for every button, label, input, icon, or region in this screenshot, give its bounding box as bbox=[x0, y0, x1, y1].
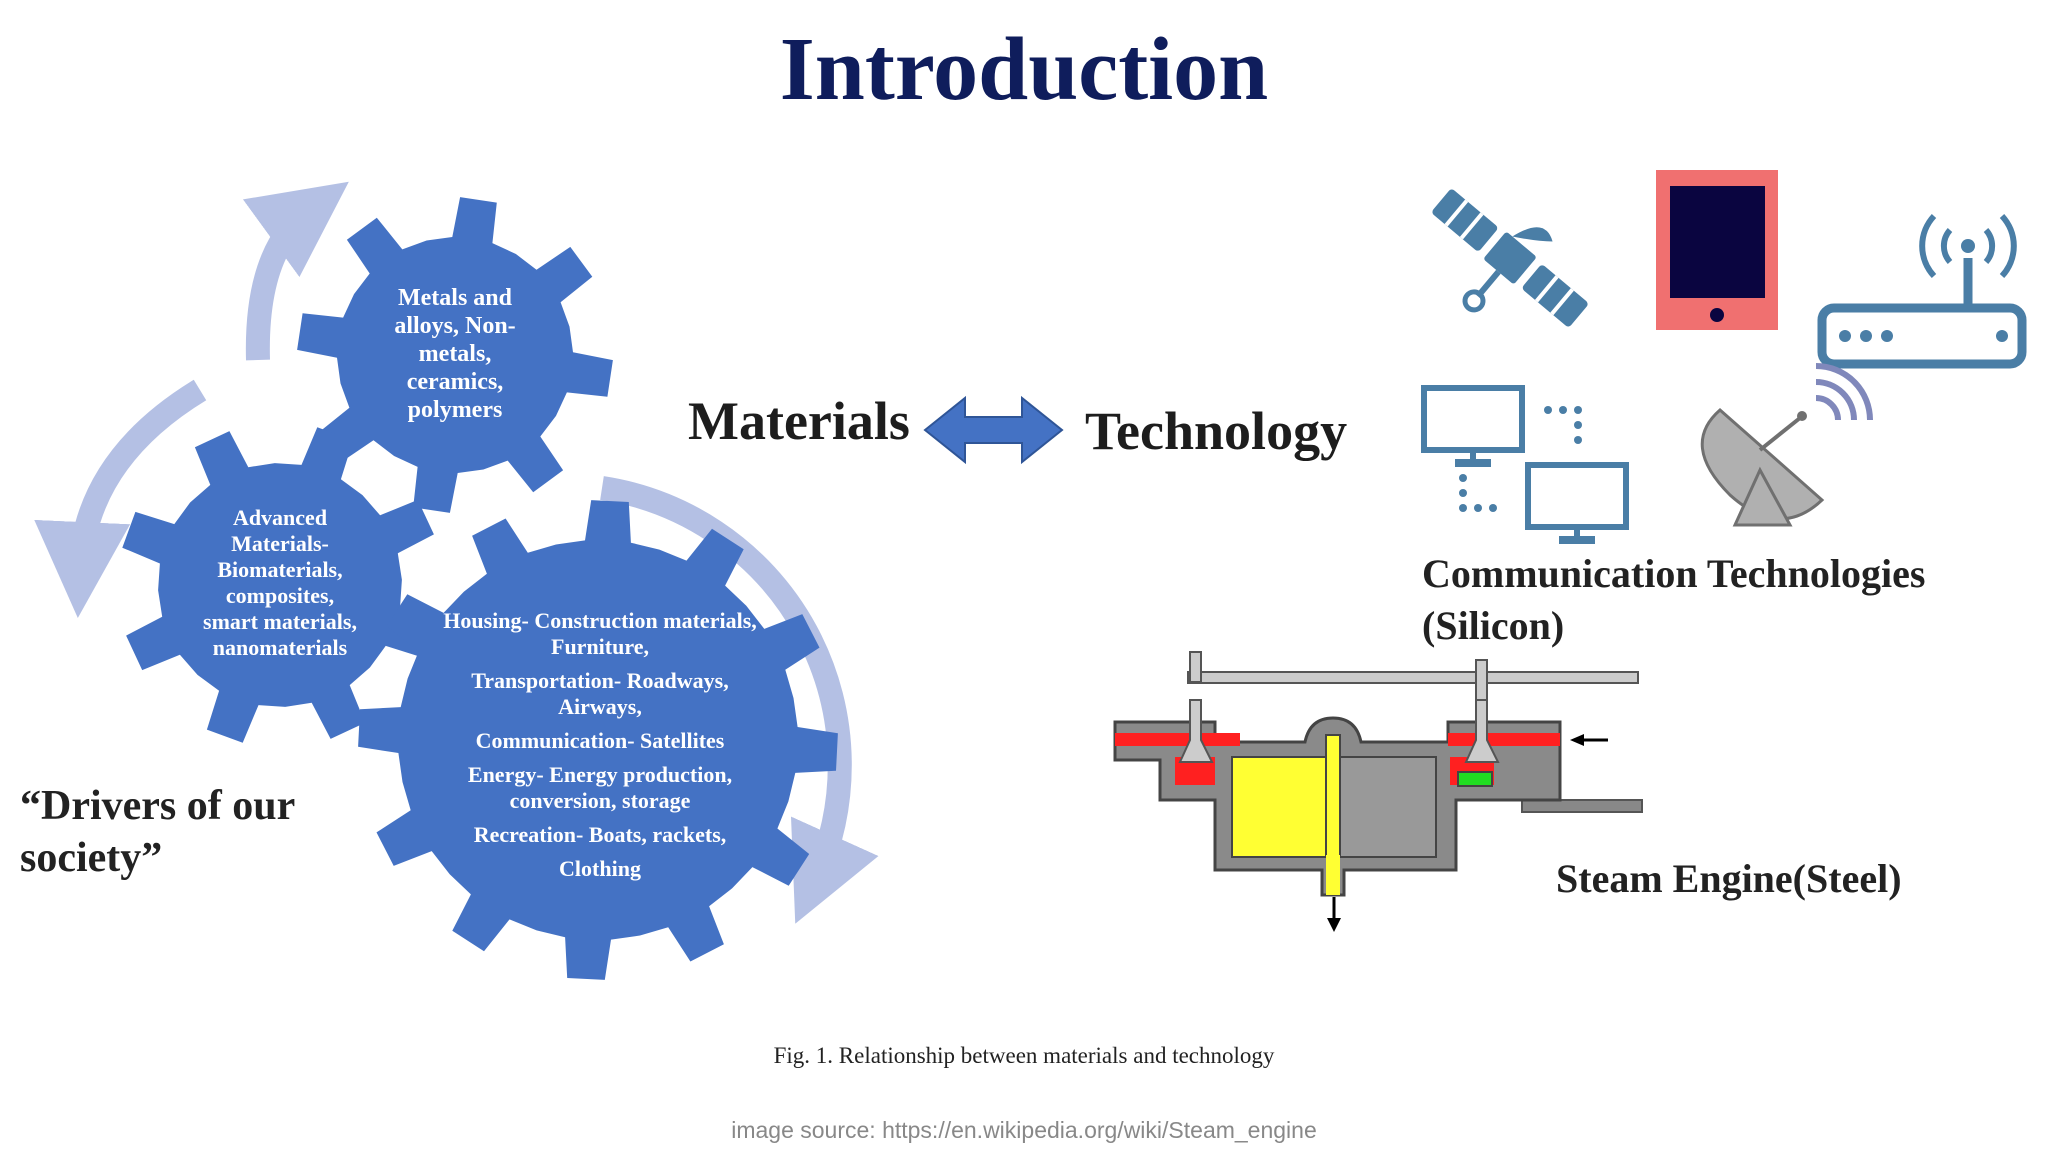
gear-advanced-materials bbox=[122, 427, 438, 743]
steam-engine-label: Steam Engine(Steel) bbox=[1556, 856, 1902, 901]
arc-arrow-left bbox=[34, 379, 207, 618]
gear-metals-text: Metals and alloys, Non- metals, ceramics… bbox=[370, 284, 540, 424]
gear-metals-line: metals, bbox=[418, 341, 492, 367]
gear-metals-line: ceramics, bbox=[406, 369, 504, 395]
tablet-icon bbox=[1656, 170, 1778, 330]
gear-applications bbox=[358, 500, 838, 980]
satellite-icon bbox=[1432, 189, 1588, 327]
gear-advanced-line: Materials- bbox=[231, 531, 329, 556]
gear-metals-line: Metals and bbox=[398, 285, 512, 311]
gear-metals-line: polymers bbox=[407, 397, 503, 423]
gear-advanced-line: composites, bbox=[225, 583, 335, 608]
gear-applications-item: Transportation- Roadways, Airways, bbox=[471, 668, 729, 719]
satellite-dish-icon bbox=[1700, 363, 1873, 527]
figure-caption: Fig. 1. Relationship between materials a… bbox=[773, 1043, 1275, 1068]
gear-advanced-materials-text: Advanced Materials- Biomaterials, compos… bbox=[180, 505, 380, 661]
image-source: image source: https://en.wikipedia.org/w… bbox=[731, 1117, 1317, 1143]
page-title: Introduction bbox=[779, 20, 1269, 119]
gear-applications-item: Clothing bbox=[559, 856, 641, 881]
drivers-label: “Drivers of our society” bbox=[20, 783, 295, 881]
gear-advanced-line: smart materials, bbox=[203, 609, 357, 634]
gear-metals-line: alloys, Non- bbox=[394, 313, 516, 339]
technology-label: Technology bbox=[1085, 401, 1348, 461]
gear-metals bbox=[297, 197, 613, 513]
materials-label: Materials bbox=[688, 391, 910, 451]
double-arrow-icon bbox=[923, 395, 1064, 465]
gear-advanced-line: nanomaterials bbox=[212, 635, 348, 660]
gear-advanced-line: Biomaterials, bbox=[217, 557, 343, 582]
router-icon bbox=[1817, 213, 2027, 369]
gear-applications-item: Recreation- Boats, rackets, bbox=[473, 822, 727, 847]
steam-engine-diagram bbox=[1113, 651, 1643, 932]
gear-applications-item: Housing- Construction materials, Furnitu… bbox=[443, 608, 757, 659]
arc-arrow-top bbox=[242, 181, 349, 361]
gear-applications-item: Communication- Satellites bbox=[475, 728, 725, 753]
network-computers-icon bbox=[1421, 385, 1629, 544]
gear-applications-text: Housing- Construction materials, Furnitu… bbox=[430, 608, 770, 890]
gear-advanced-line: Advanced bbox=[232, 505, 328, 530]
gear-applications-item: Energy- Energy production, conversion, s… bbox=[467, 762, 733, 813]
communication-technologies-label: Communication Technologies (Silicon) bbox=[1422, 551, 1926, 648]
